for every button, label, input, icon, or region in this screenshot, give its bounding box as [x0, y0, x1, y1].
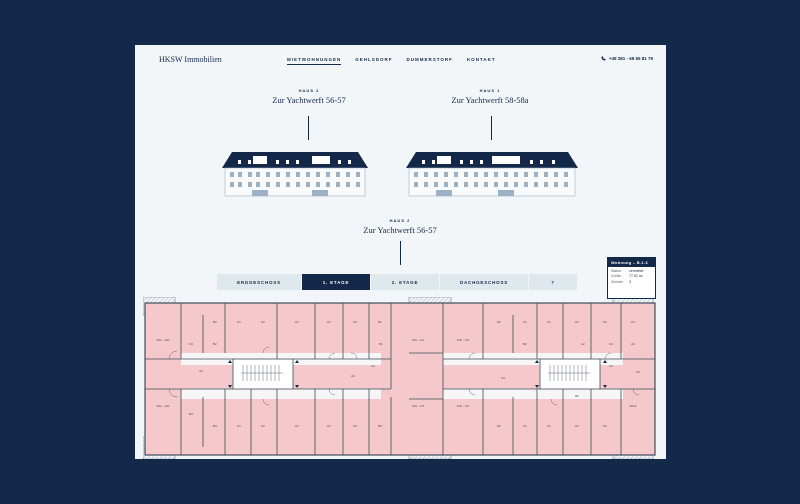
- svg-text:WG – K2: WG – K2: [412, 338, 425, 342]
- svg-text:WG – K2: WG – K2: [457, 404, 470, 408]
- house-2-connector: [308, 116, 309, 140]
- svg-text:B3: B3: [378, 424, 382, 428]
- svg-text:K1: K1: [295, 320, 299, 324]
- svg-text:K2: K2: [575, 320, 579, 324]
- svg-text:B3: B3: [213, 424, 217, 428]
- tab-1-etage[interactable]: 1. ETAGE: [302, 274, 370, 290]
- status-label: Status: [611, 268, 621, 273]
- nav-dummerstorf[interactable]: DUMMERSTORF: [406, 57, 453, 62]
- svg-text:WG – EG: WG – EG: [157, 338, 171, 342]
- svg-text:K2: K2: [603, 424, 607, 428]
- phone-contact[interactable]: +49 381 - 65 65 81 79: [601, 56, 653, 61]
- house-1-label[interactable]: HAUS 1 Zur Yachtwerft 58-58a: [440, 88, 540, 105]
- svg-text:B2: B2: [378, 320, 382, 324]
- svg-text:A3: A3: [501, 376, 505, 380]
- svg-text:K2: K2: [261, 424, 265, 428]
- svg-text:A3: A3: [199, 369, 203, 373]
- svg-text:K2: K2: [636, 370, 640, 374]
- tab-more[interactable]: ?: [529, 274, 577, 290]
- svg-text:A2: A2: [581, 342, 585, 346]
- svg-text:WG – K3: WG – K3: [412, 404, 425, 408]
- svg-text:K2: K2: [353, 424, 357, 428]
- svg-text:K3: K3: [189, 342, 193, 346]
- tab-2-etage[interactable]: 2. ETAGE: [371, 274, 439, 290]
- apartment-tooltip: Wohnung – B.1.3 Status vermietet Größe 7…: [607, 257, 656, 299]
- house-1-connector: [491, 116, 492, 140]
- svg-text:WG2: WG2: [630, 404, 637, 408]
- svg-text:K1: K1: [237, 424, 241, 428]
- svg-text:B2: B2: [575, 394, 579, 398]
- svg-text:K2: K2: [575, 424, 579, 428]
- svg-text:K3: K3: [609, 342, 613, 346]
- tab-erdgeschoss[interactable]: ERDGESCHOSS: [217, 274, 301, 290]
- tooltip-rooms-row: Zimmer 3: [608, 278, 655, 284]
- rooms-value: 3: [629, 279, 631, 284]
- svg-text:K1: K1: [237, 320, 241, 324]
- nav-gehlsdorf[interactable]: GEHLSDORF: [355, 57, 393, 62]
- building-haus-1[interactable]: [406, 148, 578, 198]
- logo[interactable]: HKSW Immobilien: [159, 55, 222, 64]
- svg-text:WG – K3: WG – K3: [457, 338, 470, 342]
- svg-text:A3: A3: [351, 374, 355, 378]
- main-nav: MIETWOHNUNGEN GEHLSDORF DUMMERSTORF KONT…: [287, 57, 496, 65]
- selected-house-sup: HAUS 2: [389, 218, 411, 223]
- svg-text:B1: B1: [379, 342, 383, 346]
- svg-text:B2: B2: [497, 424, 501, 428]
- phone-icon: [601, 56, 606, 61]
- selected-house-connector: [400, 241, 401, 265]
- svg-text:K1: K1: [327, 424, 331, 428]
- svg-text:K1: K1: [547, 424, 551, 428]
- nav-kontakt[interactable]: KONTAKT: [466, 57, 496, 62]
- size-value: 77.02 m²: [629, 274, 643, 278]
- house-2-sup: HAUS 2: [298, 88, 320, 93]
- house-1-sup: HAUS 1: [479, 88, 501, 93]
- house-2-label[interactable]: HAUS 2 Zur Yachtwerft 56-57: [259, 88, 359, 105]
- svg-text:K1: K1: [523, 320, 527, 324]
- svg-text:K2: K2: [261, 320, 265, 324]
- svg-text:B2: B2: [213, 320, 217, 324]
- size-label: Größe: [611, 274, 621, 278]
- tooltip-title: Wohnung – B.1.3: [608, 258, 655, 267]
- svg-text:K3: K3: [631, 320, 635, 324]
- svg-text:A2: A2: [371, 364, 375, 368]
- svg-text:K1: K1: [523, 424, 527, 428]
- selected-house-label: HAUS 2 Zur Yachtwerft 56-57: [350, 218, 450, 235]
- building-haus-2[interactable]: [222, 148, 368, 198]
- svg-text:K1: K1: [547, 320, 551, 324]
- svg-text:K1: K1: [327, 320, 331, 324]
- svg-text:WG – EG: WG – EG: [157, 404, 171, 408]
- phone-number: +49 381 - 65 65 81 79: [608, 56, 653, 61]
- svg-text:B2: B2: [213, 342, 217, 346]
- svg-text:A3: A3: [631, 342, 635, 346]
- svg-text:K2: K2: [603, 320, 607, 324]
- svg-text:K2: K2: [353, 320, 357, 324]
- house-2-name: Zur Yachtwerft 56-57: [272, 95, 346, 105]
- tooltip-status-row: Status vermietet: [608, 267, 655, 273]
- svg-text:B2: B2: [497, 320, 501, 324]
- rooms-label: Zimmer: [611, 279, 623, 284]
- floor-tabs: ERDGESCHOSS 1. ETAGE 2. ETAGE DACHGESCHO…: [217, 274, 578, 290]
- house-1-name: Zur Yachtwerft 58-58a: [451, 95, 529, 105]
- svg-text:B3: B3: [189, 412, 193, 416]
- tooltip-size-row: Größe 77.02 m²: [608, 273, 655, 278]
- tab-dachgeschoss[interactable]: DACHGESCHOSS: [440, 274, 528, 290]
- page-content: HKSW Immobilien MIETWOHNUNGEN GEHLSDORF …: [135, 45, 666, 459]
- status-value: vermietet: [629, 268, 644, 273]
- svg-text:K1: K1: [295, 424, 299, 428]
- selected-house-name: Zur Yachtwerft 56-57: [363, 225, 437, 235]
- svg-text:A3: A3: [609, 364, 613, 368]
- nav-mietwohnungen[interactable]: MIETWOHNUNGEN: [287, 57, 342, 65]
- svg-text:B2: B2: [523, 342, 527, 346]
